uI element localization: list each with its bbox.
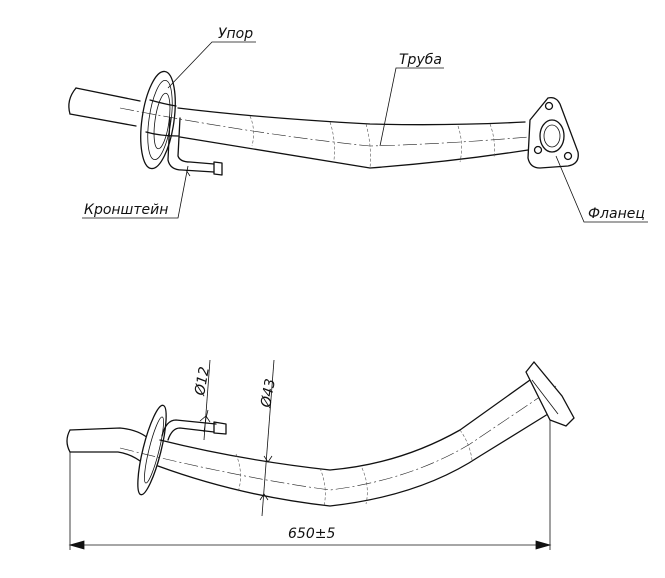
dim-small-diameter	[199, 359, 211, 441]
side-stop-ring	[137, 404, 167, 496]
side-pipe-body	[119, 379, 557, 507]
label-stop: Упор	[218, 26, 253, 42]
pipe-body	[119, 107, 541, 169]
side-pipe-inlet	[66, 427, 151, 465]
dim-length-text: 650±5	[288, 526, 335, 542]
top-view-assembly	[68, 70, 579, 177]
stop-ring	[140, 70, 179, 170]
dim-small-diameter-text: Ø12	[192, 365, 213, 397]
side-view-assembly	[66, 360, 575, 507]
label-flange: Фланец	[588, 206, 645, 222]
flange	[527, 96, 579, 169]
label-pipe: Труба	[399, 52, 442, 68]
bracket	[167, 117, 223, 177]
leaders-top	[82, 41, 648, 223]
side-flange	[525, 360, 575, 427]
dim-large-diameter	[259, 359, 275, 517]
dim-length	[68, 420, 552, 550]
pipe-inlet-end	[68, 87, 141, 127]
side-bracket	[161, 419, 227, 441]
dim-large-diameter-text: Ø43	[258, 378, 279, 410]
label-bracket: Кронштейн	[84, 202, 168, 218]
